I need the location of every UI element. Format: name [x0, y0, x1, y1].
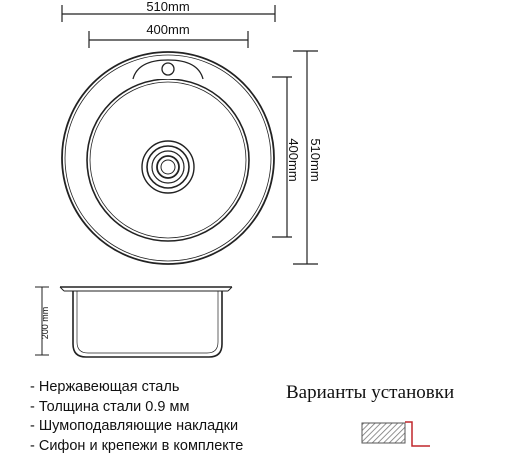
feature-item: - Шумоподавляющие накладки [30, 418, 239, 434]
sink-side-view [59, 286, 233, 358]
outer-height-dimension [293, 50, 318, 265]
drain [141, 140, 195, 194]
inner-width-dimension [88, 31, 249, 48]
depth-dimension [35, 286, 49, 356]
faucet-ledge [132, 59, 204, 80]
sink-top-view [61, 51, 275, 265]
outer-height-label: 510mm [308, 138, 323, 181]
feature-item: - Сифон и крепежи в комплекте [30, 437, 244, 454]
outer-width-dimension [61, 5, 276, 22]
feature-list: - Нержавеющая сталь - Толщина стали 0.9 … [30, 378, 243, 456]
outer-width-label: 510mm [146, 0, 189, 14]
install-variants-title: Варианты установки [286, 382, 455, 403]
inner-width-label: 400mm [146, 22, 189, 37]
feature-item: - Толщина стали 0.9 мм [30, 398, 190, 415]
feature-item: - Нержавеющая сталь [30, 379, 180, 395]
depth-label: 200 mm [40, 307, 50, 340]
flush-mount-icon [361, 421, 430, 447]
inner-height-dimension [272, 76, 292, 238]
inner-height-label: 400mm [286, 138, 301, 181]
